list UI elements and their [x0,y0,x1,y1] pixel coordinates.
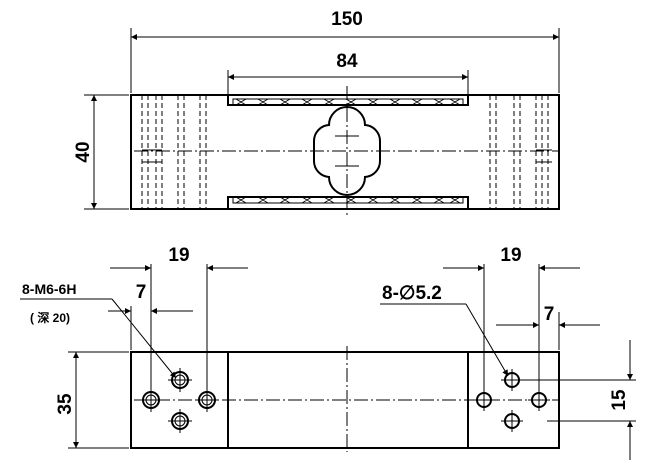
dim-height: 40 [73,141,94,162]
dim-19-left: 19 [110,245,248,388]
dim-hole-spacing-right: 19 [500,245,521,266]
threaded-hole [195,388,219,412]
dim-hole-vertical-spacing: 15 [609,389,630,411]
top-slot-hatch [235,98,461,106]
through-hole [528,389,550,411]
through-hole [501,410,523,432]
dim-19-right: 19 [443,245,580,392]
dim-slot-length: 84 [336,51,358,72]
threaded-hole [168,409,192,433]
thread-spec-label: 8-M6-6H [22,281,76,297]
threaded-hole [139,388,163,412]
hole-note: 8-∅5.2 [380,283,509,377]
dim-hole-spacing-left: 19 [168,245,189,266]
top-view [130,86,560,216]
hole-spec-label: 8-∅5.2 [382,283,442,304]
left-threaded-holes [139,368,219,433]
dim-edge-offset-right: 7 [544,304,555,325]
dim-edge-offset-left: 7 [136,282,147,303]
dim-7-right: 7 [496,304,600,350]
dim-bottom-height: 35 [55,393,76,415]
dim-overall-length: 150 [331,9,363,30]
threaded-hole [168,368,192,392]
dim-84: 84 [227,51,469,94]
thread-note: 8-M6-6H ( 深 20) [20,281,177,379]
bottom-view [130,346,560,452]
dim-150: 150 [130,9,560,93]
through-hole [501,369,523,391]
top-slot [227,95,469,106]
dim-35: 35 [55,351,129,449]
bottom-view-body [130,351,560,449]
top-view-body [130,94,560,210]
dim-15: 15 [520,340,636,460]
dim-40: 40 [73,94,129,210]
through-hole [473,389,495,411]
thread-depth-label: ( 深 20) [30,310,70,325]
dim-7-left: 7 [108,282,193,350]
beam-cutout [312,106,382,196]
hidden-hole-lines [141,95,552,209]
right-through-holes [473,369,550,432]
bottom-slot [227,196,469,209]
bottom-slot-hatch [235,196,461,204]
